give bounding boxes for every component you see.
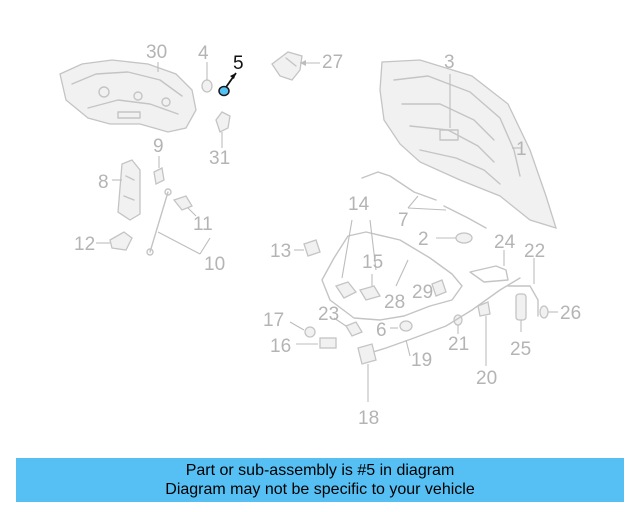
part-30-insulator (59, 59, 197, 133)
part-12-bracket (96, 231, 133, 251)
part-10-strut (146, 188, 211, 256)
part-4-bumper (201, 62, 213, 93)
part-26-grommet (539, 305, 558, 319)
part-2-emblem (436, 232, 473, 244)
part-9-clip (153, 156, 165, 185)
label-28: 28 (384, 292, 405, 313)
label-14: 14 (348, 194, 370, 215)
part-6-clip (390, 320, 413, 332)
label-27: 27 (322, 52, 343, 73)
part-8-bracket (112, 159, 141, 221)
label-10: 10 (204, 254, 225, 275)
label-16: 16 (270, 336, 291, 357)
part-14-release-cable (321, 219, 463, 321)
part-19-cable (359, 277, 521, 357)
part-23-clip (333, 317, 363, 337)
label-15: 15 (362, 252, 383, 273)
label-31: 31 (209, 148, 230, 169)
info-banner: Part or sub-assembly is #5 in diagram Di… (16, 458, 624, 502)
banner-line-2: Diagram may not be specific to your vehi… (165, 481, 475, 498)
label-23: 23 (318, 304, 339, 325)
part-31-bracket (215, 111, 231, 148)
label-20: 20 (476, 368, 497, 389)
part-22-cable (507, 258, 539, 317)
label-8: 8 (98, 172, 109, 193)
part-20-clip (477, 301, 491, 366)
part-17-bumper (289, 321, 316, 338)
label-4: 4 (198, 43, 209, 64)
label-1: 1 (516, 139, 527, 160)
label-19: 19 (411, 350, 432, 371)
part-18-latch (357, 343, 377, 402)
label-17: 17 (263, 310, 284, 331)
label-30: 30 (146, 42, 167, 63)
part-16-latch (296, 337, 337, 349)
parts-diagram: 1 2 3 4 5 6 7 8 9 10 11 12 13 14 15 16 1… (59, 42, 581, 429)
part-7-weatherstrip (361, 171, 487, 229)
part-25-handle (515, 293, 527, 332)
part-29-latch (431, 279, 447, 297)
label-25: 25 (510, 339, 531, 360)
part-5-highlighted (218, 72, 237, 97)
label-24: 24 (494, 232, 516, 253)
part-28-lock (334, 259, 409, 299)
label-12: 12 (74, 234, 95, 255)
label-2: 2 (418, 229, 429, 250)
label-5: 5 (233, 53, 244, 74)
label-7: 7 (398, 210, 409, 231)
part-15-cable-end (359, 274, 381, 301)
part-1-hood (379, 59, 557, 229)
part-11-clip (172, 195, 197, 217)
label-11: 11 (193, 214, 213, 235)
label-18: 18 (358, 408, 379, 429)
label-21: 21 (448, 334, 469, 355)
label-6: 6 (376, 320, 387, 341)
label-9: 9 (153, 136, 164, 157)
banner-line-1: Part or sub-assembly is #5 in diagram (185, 462, 455, 479)
part-27-hinge (271, 51, 320, 81)
label-22: 22 (524, 241, 545, 262)
label-13: 13 (270, 241, 291, 262)
label-3: 3 (444, 52, 455, 73)
part-13-bracket (294, 239, 321, 257)
label-26: 26 (560, 303, 581, 324)
label-29: 29 (412, 282, 433, 303)
part-24-cable (469, 250, 509, 283)
